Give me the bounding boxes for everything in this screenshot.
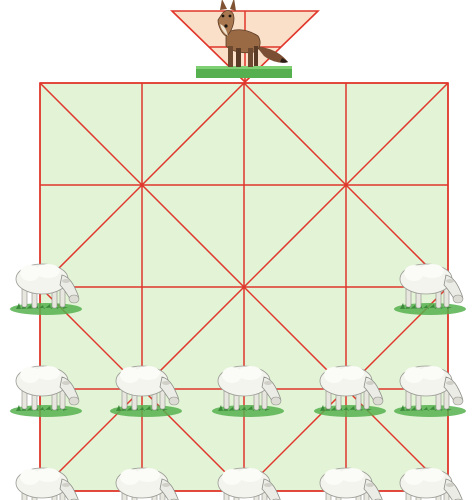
sheep-piece[interactable] (8, 251, 88, 317)
sheep-piece[interactable] (210, 353, 290, 419)
board-point[interactable] (438, 175, 458, 195)
board-point[interactable] (336, 73, 356, 93)
board-point[interactable] (234, 175, 254, 195)
sheep-icon (8, 455, 88, 500)
sheep-icon (108, 455, 188, 500)
board-point[interactable] (336, 175, 356, 195)
sheep-piece[interactable] (108, 353, 188, 419)
sheep-piece[interactable] (108, 455, 188, 500)
board-point[interactable] (438, 73, 458, 93)
sheep-piece[interactable] (8, 455, 88, 500)
sheep-piece[interactable] (8, 353, 88, 419)
sheep-icon (8, 251, 88, 317)
sheep-piece[interactable] (312, 353, 392, 419)
sheep-icon (312, 353, 392, 419)
sheep-icon (210, 353, 290, 419)
fox-piece[interactable] (196, 0, 292, 80)
board-point[interactable] (132, 73, 152, 93)
sheep-piece[interactable] (392, 353, 472, 419)
sheep-icon (392, 251, 472, 317)
sheep-icon (312, 455, 392, 500)
sheep-piece[interactable] (392, 251, 472, 317)
board-point[interactable] (132, 175, 152, 195)
sheep-icon (8, 353, 88, 419)
sheep-piece[interactable] (210, 455, 290, 500)
sheep-piece[interactable] (392, 455, 472, 500)
board-point[interactable] (132, 277, 152, 297)
sheep-icon (392, 455, 472, 500)
sheep-icon (108, 353, 188, 419)
board-point[interactable] (336, 277, 356, 297)
board-point[interactable] (30, 73, 50, 93)
board-point[interactable] (30, 175, 50, 195)
sheep-icon (392, 353, 472, 419)
sheep-piece[interactable] (312, 455, 392, 500)
board-point[interactable] (234, 277, 254, 297)
sheep-icon (210, 455, 290, 500)
fox-icon (196, 0, 292, 80)
